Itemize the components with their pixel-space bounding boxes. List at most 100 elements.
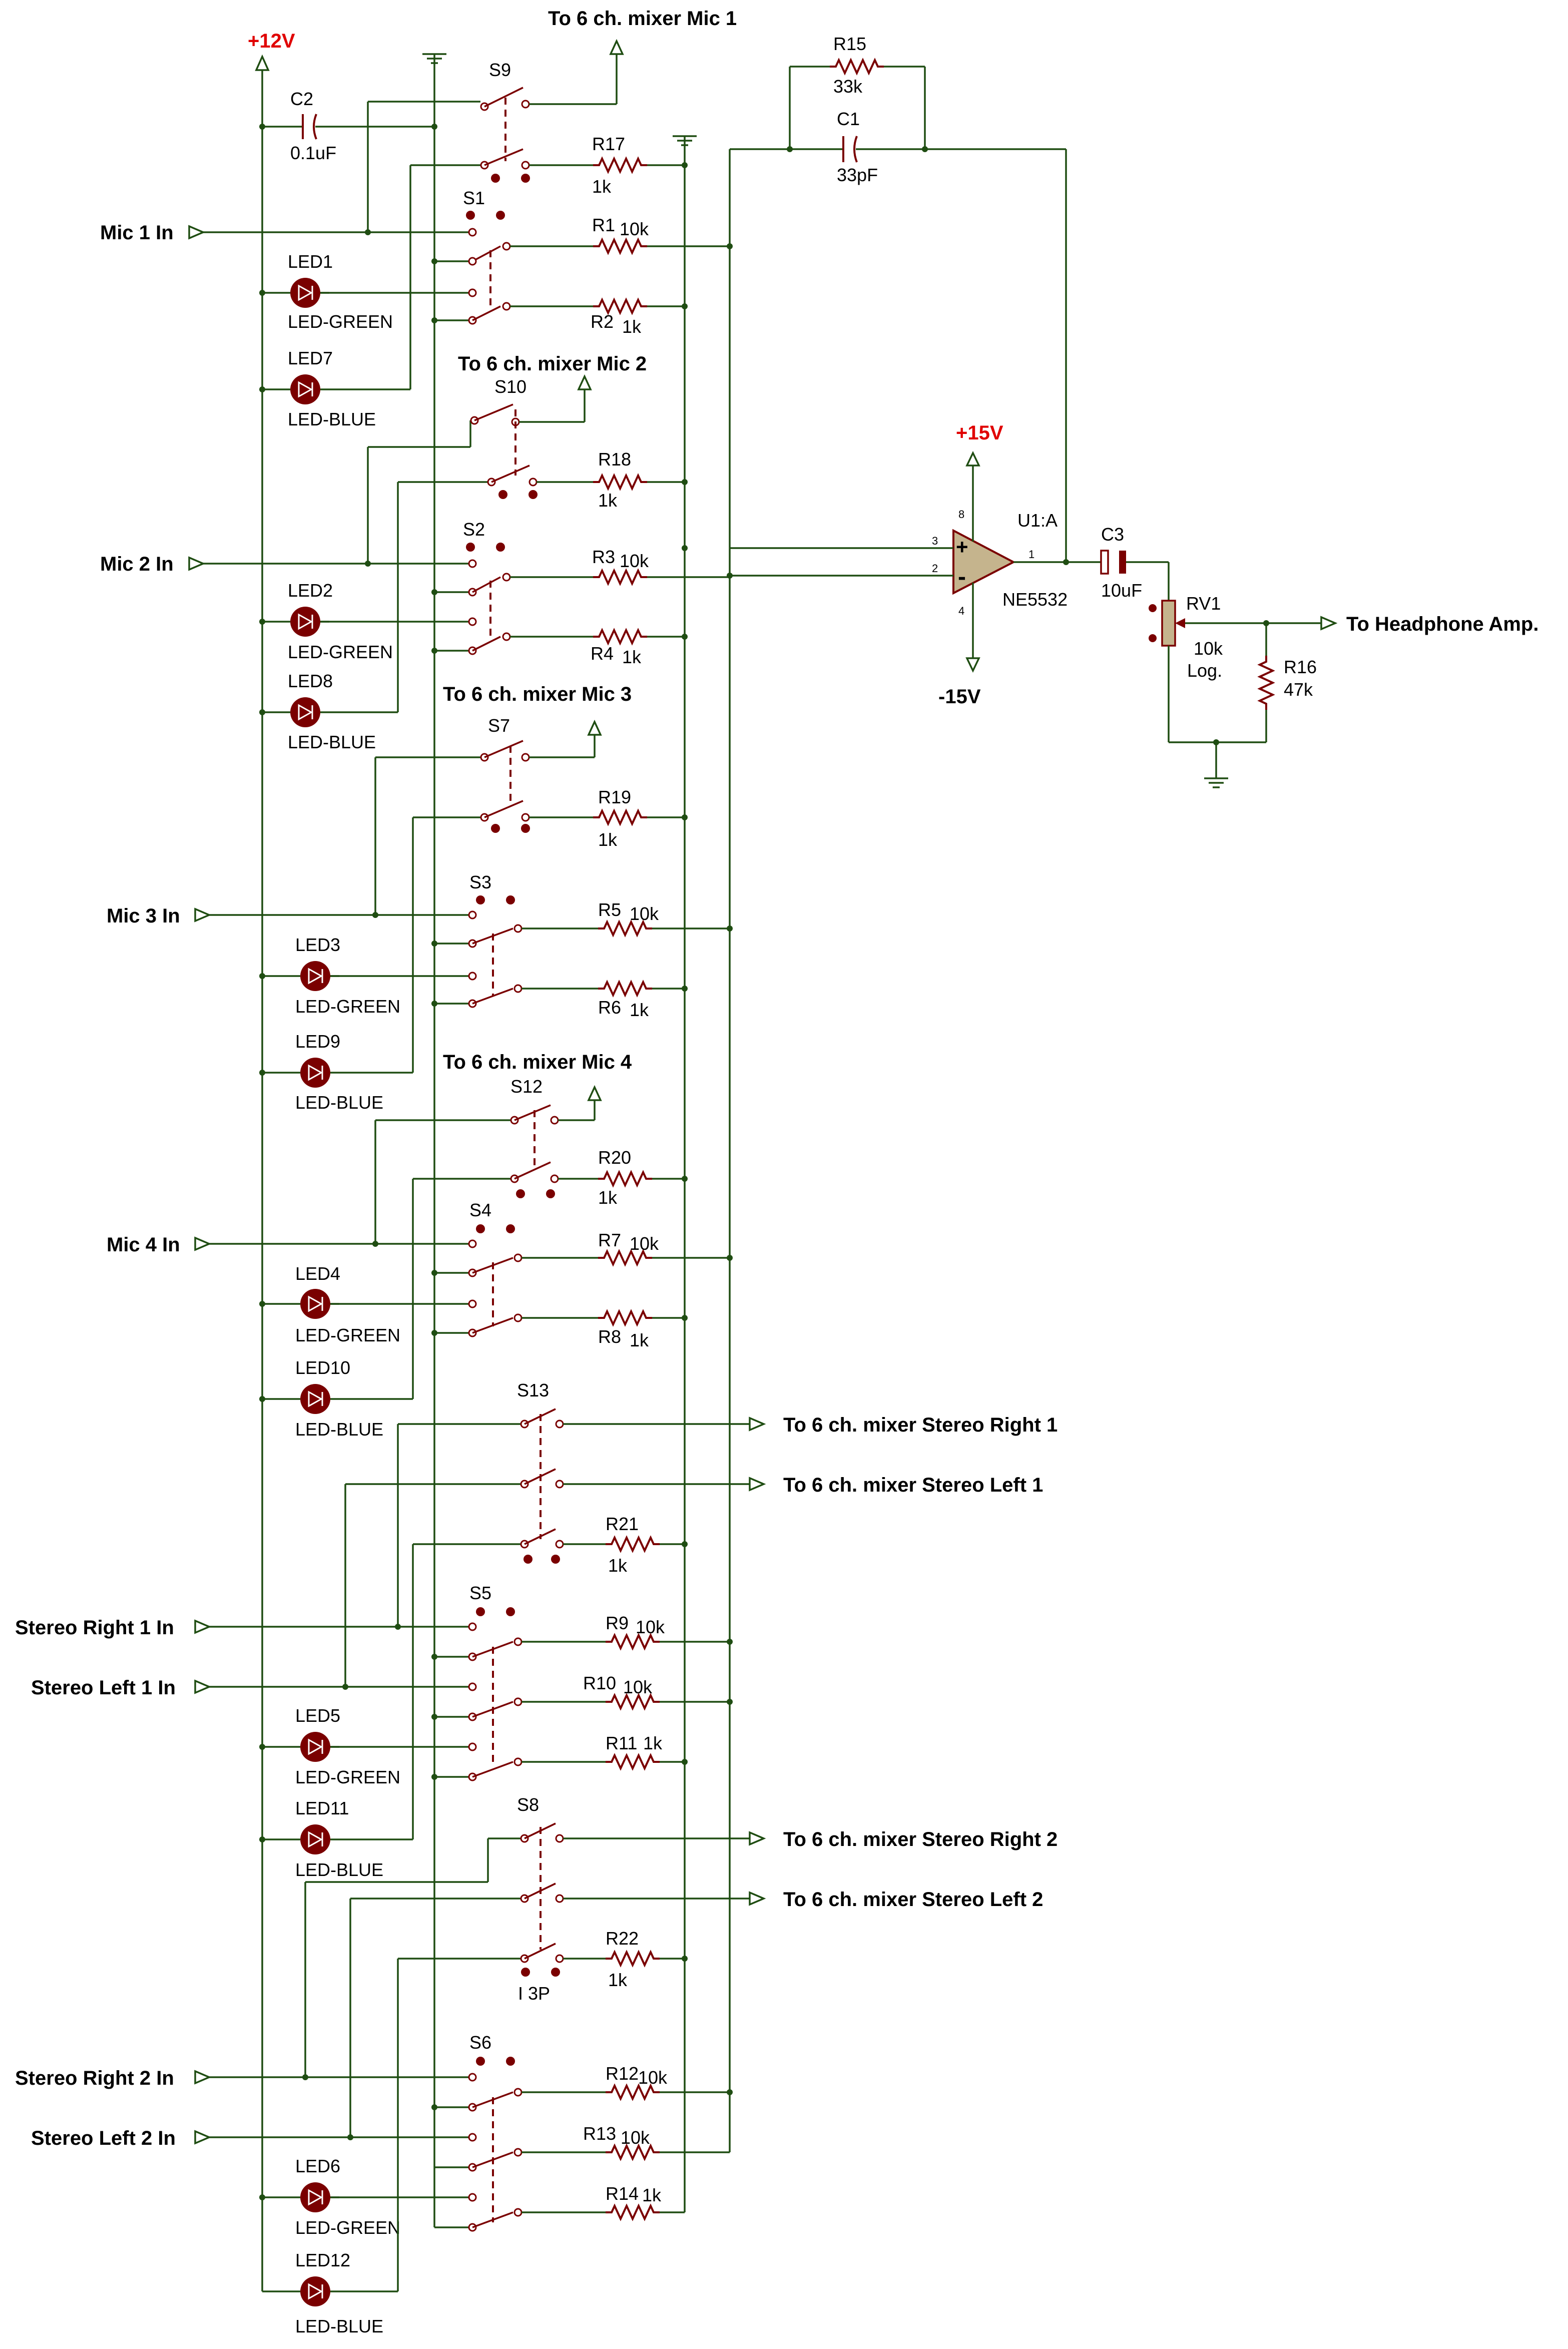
rv1-ref: RV1 <box>1186 593 1221 614</box>
r5-val: 10k <box>630 903 659 924</box>
r10-ref: R10 <box>583 1673 616 1693</box>
pin-3: 3 <box>932 535 938 547</box>
r1-val: 10k <box>620 219 649 239</box>
in-mic3: Mic 3 In <box>107 905 180 927</box>
r11-ref: R11 <box>606 1733 637 1753</box>
r12-val: 10k <box>638 2067 668 2088</box>
stereo2-channel: S8 To 6 ch. mixer Stereo Right 2 To 6 ch… <box>15 1794 1058 2336</box>
s6-label: S6 <box>469 2032 491 2053</box>
mic2-channel: Mic 2 In To 6 ch. mixer Mic 2 S10 R18 1k… <box>100 353 730 752</box>
r8-val: 1k <box>630 1330 649 1350</box>
s8-note: I 3P <box>518 1983 550 2004</box>
opamp-u1a: + - +15V -15V U1:A NE5532 3 2 1 8 4 <box>682 422 1101 708</box>
r4-val: 1k <box>622 647 642 667</box>
r21-val: 1k <box>608 1555 628 1576</box>
led2-ref: LED2 <box>288 580 333 601</box>
opamp-part: NE5532 <box>1002 589 1068 610</box>
plus-12v-label: +12V <box>248 30 295 52</box>
r8-ref: R8 <box>598 1326 621 1347</box>
r5-ref: R5 <box>598 899 621 920</box>
r6-ref: R6 <box>598 997 621 1018</box>
mic4-channel: Mic 4 In To 6 ch. mixer Mic 4 S12 R20 1k… <box>107 1051 733 1440</box>
led6-icon <box>290 2181 340 2213</box>
svg-text:-: - <box>958 564 966 590</box>
c3-val: 10uF <box>1101 580 1142 601</box>
led8-ref: LED8 <box>288 671 333 691</box>
c2-decoupling: C2 0.1uF <box>259 89 437 163</box>
out-mic3: To 6 ch. mixer Mic 3 <box>443 683 632 705</box>
r15-ref: R15 <box>833 34 866 54</box>
s12-label: S12 <box>510 1076 543 1097</box>
ground-rail <box>421 53 447 2172</box>
s4-label: S4 <box>469 1200 491 1220</box>
led7-type: LED-BLUE <box>288 409 376 429</box>
r9-ref: R9 <box>606 1613 629 1633</box>
led10-type: LED-BLUE <box>295 1419 383 1440</box>
in-sl2: Stereo Left 2 In <box>31 2127 176 2149</box>
out-mic2: To 6 ch. mixer Mic 2 <box>458 353 647 375</box>
c2-ref: C2 <box>290 89 313 109</box>
r3-val: 10k <box>620 551 649 571</box>
r6-val: 1k <box>630 1000 649 1020</box>
in-sr2: Stereo Right 2 In <box>15 2067 174 2089</box>
c1-val: 33pF <box>837 165 878 185</box>
r7-val: 10k <box>630 1233 659 1254</box>
led11-icon <box>290 1823 340 1855</box>
r2-val: 1k <box>622 316 642 337</box>
pin-2: 2 <box>932 562 938 575</box>
r20-ref: R20 <box>598 1147 631 1168</box>
stereo1-channel: S13 To 6 ch. mixer Stereo Right 1 To 6 c… <box>15 1380 1058 1880</box>
s2-label: S2 <box>463 519 485 540</box>
pin-1: 1 <box>1028 548 1034 561</box>
led12-ref: LED12 <box>295 2250 350 2270</box>
r21-ref: R21 <box>606 1514 639 1534</box>
mic1-channel: Mic 1 In S9 To 6 ch. mixer Mic 1 R17 1k … <box>100 8 737 429</box>
r13-ref: R13 <box>583 2123 616 2144</box>
led11-ref: LED11 <box>295 1798 349 1818</box>
c3-ref: C3 <box>1101 524 1124 545</box>
r18-val: 1k <box>598 490 618 511</box>
led8-type: LED-BLUE <box>288 732 376 752</box>
out-mic4: To 6 ch. mixer Mic 4 <box>443 1051 632 1073</box>
led9-ref: LED9 <box>295 1031 340 1052</box>
pin-8: 8 <box>958 508 964 521</box>
led5-type: LED-GREEN <box>295 1767 400 1787</box>
led10-ref: LED10 <box>295 1357 350 1378</box>
led10-icon <box>290 1383 340 1415</box>
r22-ref: R22 <box>606 1928 639 1949</box>
r17-val: 1k <box>592 176 612 197</box>
led5-icon <box>290 1731 340 1763</box>
led6-type: LED-GREEN <box>295 2217 400 2238</box>
out-sl2: To 6 ch. mixer Stereo Left 2 <box>783 1889 1043 1911</box>
led1-ref: LED1 <box>288 251 333 272</box>
s9-label: S9 <box>489 60 511 80</box>
r4-ref: R4 <box>591 643 614 664</box>
led3-type: LED-GREEN <box>295 996 400 1017</box>
feedback-network: R15 33k C1 33pF <box>787 34 1067 562</box>
r9-val: 10k <box>636 1617 665 1637</box>
in-mic1: Mic 1 In <box>100 222 174 244</box>
led3-icon <box>290 960 340 992</box>
r3-ref: R3 <box>592 547 615 567</box>
led6-ref: LED6 <box>295 2156 340 2176</box>
r14-val: 1k <box>642 2185 662 2205</box>
out-sr2: To 6 ch. mixer Stereo Right 2 <box>783 1828 1058 1850</box>
r16-val: 47k <box>1284 679 1313 700</box>
plus-15v-label: +15V <box>956 422 1003 444</box>
rv1-taper: Log. <box>1187 660 1222 681</box>
s8-label: S8 <box>517 1794 539 1815</box>
led5-ref: LED5 <box>295 1705 340 1726</box>
rv1-val: 10k <box>1194 638 1223 659</box>
r1-ref: R1 <box>592 215 615 235</box>
c1-ref: C1 <box>837 109 860 129</box>
r19-ref: R19 <box>598 787 631 807</box>
r20-val: 1k <box>598 1187 618 1208</box>
led3-ref: LED3 <box>295 934 340 955</box>
led8-icon <box>280 696 330 728</box>
led4-ref: LED4 <box>295 1263 340 1284</box>
s1-label: S1 <box>463 188 485 208</box>
c2-val: 0.1uF <box>290 143 336 163</box>
in-sr1: Stereo Right 1 In <box>15 1617 174 1639</box>
in-mic2: Mic 2 In <box>100 553 174 575</box>
